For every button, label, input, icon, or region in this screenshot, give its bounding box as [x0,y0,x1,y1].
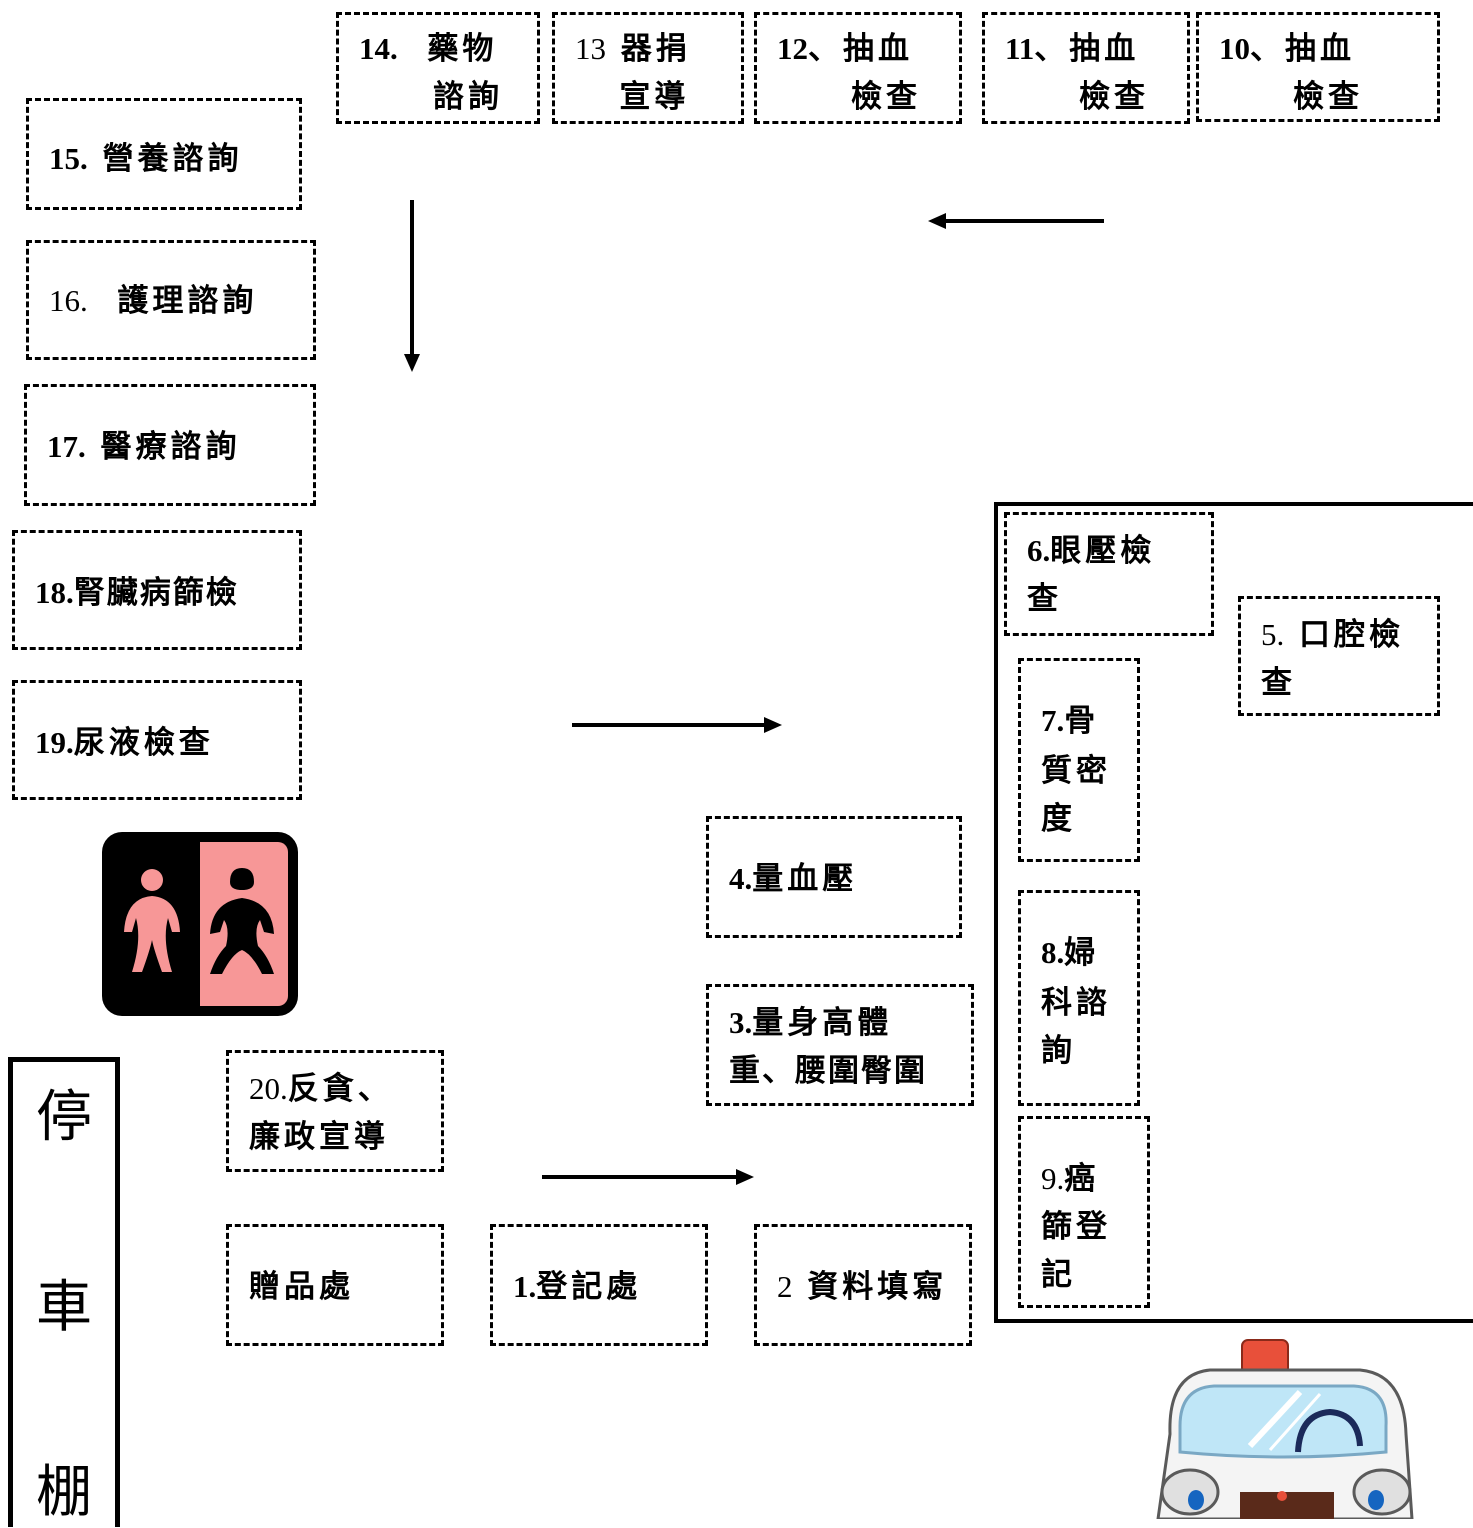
station-label: 腎臟病篩檢 [73,575,239,611]
station-number: 3. [729,1005,753,1040]
screening-room-outline [994,502,1473,1323]
station-label-line2: 查 [1261,665,1296,701]
station-label: 癌 [1064,1161,1100,1197]
station-number: 8. [1041,935,1065,970]
station-label-line2: 宣導 [575,79,690,115]
station-18-kidney-screening: 18.腎臟病篩檢 [12,530,302,650]
station-number: 5. [1261,617,1285,652]
station-number: 1. [513,1269,537,1304]
station-label: 量身高體 [752,1005,893,1041]
station-number: 12 [777,31,808,66]
station-19-urine-test: 19.尿液檢查 [12,680,302,800]
station-number: 2 [777,1269,793,1304]
station-label: 器捐 [606,31,691,67]
station-10-blood-test: 10、抽血 檢查 [1196,12,1440,122]
station-label: 婦 [1064,935,1100,971]
station-label-line2: 質密 [1041,753,1111,789]
station-5-oral-exam: 5. 口腔檢 查 [1238,596,1440,716]
station-3-height-weight-waist: 3.量身高體 重、腰圍臀圍 [706,984,974,1106]
station-label: 口腔檢 [1284,617,1405,653]
parking-shed: 停 車 棚 [8,1057,120,1527]
station-label-line2: 諮詢 [359,79,503,115]
ambulance-car-icon [1156,1339,1414,1519]
station-label: 尿液檢查 [73,725,214,761]
station-13-organ-donation: 13 器捐 宣導 [552,12,744,124]
station-14-drug-consult: 14. 藥物 諮詢 [336,12,540,124]
station-label: 、抽血 [1250,31,1355,67]
station-16-nursing-consult: 16. 護理諮詢 [26,240,316,360]
station-label: 藥物 [397,31,498,67]
station-label: 資料填寫 [792,1269,948,1305]
station-number: 4. [729,861,753,896]
station-number: 10 [1219,31,1250,66]
station-label: 眼壓檢 [1050,533,1156,569]
station-label-line3: 度 [1041,801,1076,837]
station-2-form-filling: 2 資料填寫 [754,1224,972,1346]
station-7-bone-density: 7.骨 質密 度 [1018,658,1140,862]
station-label: 反貪、 [287,1071,393,1107]
station-label-line2: 篩登 [1041,1209,1111,1245]
station-9-cancer-screening-register: 9.癌 篩登 記 [1018,1116,1150,1308]
station-number: 15. [49,141,88,176]
station-11-blood-test: 11、抽血 檢查 [982,12,1190,124]
station-number: 14. [359,31,398,66]
station-number: 20. [249,1071,288,1106]
gift-station: 贈品處 [226,1224,444,1346]
station-label: 護理諮詢 [87,283,258,319]
station-17-medical-consult: 17. 醫療諮詢 [24,384,316,506]
station-8-gynecology: 8.婦 科諮 詢 [1018,890,1140,1106]
station-number: 7. [1041,703,1065,738]
station-12-blood-test: 12、抽血 檢查 [754,12,962,124]
station-label: 贈品處 [249,1269,354,1305]
station-number: 11 [1005,31,1035,66]
restroom-icon [102,832,298,1016]
station-number: 16. [49,283,88,318]
station-1-registration: 1.登記處 [490,1224,708,1346]
station-label: 、抽血 [1034,31,1140,67]
parking-char-2: 車 [36,1275,92,1340]
station-label: 骨 [1064,703,1100,739]
flow-arrow-down [404,200,420,372]
station-label: 、抽血 [808,31,913,67]
station-number: 9. [1041,1161,1065,1196]
station-number: 17. [47,429,86,464]
station-label-line2: 查 [1027,581,1062,617]
station-number: 13 [575,31,606,66]
station-label-line2: 科諮 [1041,985,1111,1021]
station-4-blood-pressure: 4.量血壓 [706,816,962,938]
station-number: 18. [35,575,74,610]
parking-char-3: 棚 [36,1460,92,1525]
station-label: 登記處 [536,1269,642,1305]
station-number: 19. [35,725,74,760]
flow-arrow-right-middle [572,717,782,733]
parking-char-1: 停 [36,1085,92,1150]
station-label-line3: 記 [1041,1257,1076,1293]
flow-arrow-left [928,213,1104,229]
station-label: 量血壓 [752,861,858,897]
station-20-anti-corruption: 20.反貪、 廉政宣導 [226,1050,444,1172]
station-15-nutrition-consult: 15. 營養諮詢 [26,98,302,210]
station-label-line2: 檢查 [1219,79,1363,115]
station-label: 營養諮詢 [87,141,243,177]
station-label: 醫療諮詢 [85,429,241,465]
station-label-line3: 詢 [1041,1033,1076,1069]
station-number: 6. [1027,533,1051,568]
flow-arrow-right-bottom [542,1169,754,1185]
station-label-line2: 檢查 [777,79,921,115]
station-label-line2: 重、腰圍臀圍 [729,1053,927,1089]
station-label-line2: 檢查 [1005,79,1149,115]
station-6-eye-pressure: 6.眼壓檢 查 [1004,512,1214,636]
station-label-line2: 廉政宣導 [249,1119,389,1155]
